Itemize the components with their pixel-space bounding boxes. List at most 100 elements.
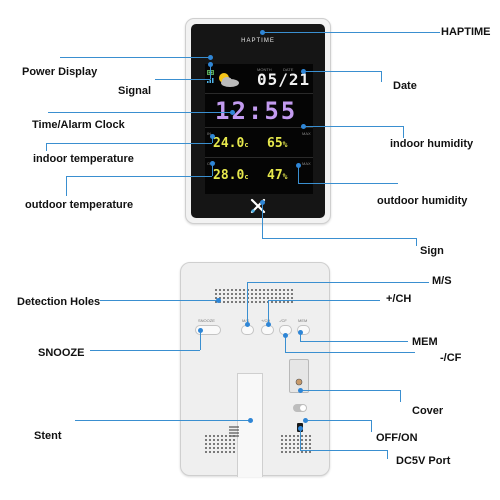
callout-power-display: Power Display: [22, 66, 98, 78]
partly-cloudy-icon: [219, 73, 239, 87]
leader-dot: [198, 328, 203, 333]
callout-ms: M/S: [432, 275, 452, 287]
leader-line: [416, 238, 417, 246]
leader-dot: [298, 426, 303, 431]
month-label: MONTH: [257, 67, 272, 72]
leader-line: [155, 79, 210, 80]
leader-dot: [248, 418, 253, 423]
mem-button[interactable]: [297, 325, 310, 335]
leader-line: [298, 183, 398, 184]
date-value: 05/21: [257, 70, 311, 89]
leader-dot: [245, 322, 250, 327]
front-screen: HAPTIME MONTH DATE 05/21 12:55: [191, 24, 325, 218]
leader-dot: [296, 163, 301, 168]
ch-key-label: +/CH: [261, 318, 271, 323]
leader-line: [300, 390, 400, 391]
leader-dot: [301, 124, 306, 129]
leader-line: [60, 57, 210, 58]
snooze-key-label: SNOOZE: [198, 318, 215, 323]
leader-dot: [230, 110, 235, 115]
callout-haptime: HAPTIME: [441, 26, 491, 38]
leader-dot: [260, 200, 265, 205]
leader-line: [300, 428, 301, 450]
callout-dc5v-port: DC5V Port: [396, 455, 451, 467]
leader-line: [387, 450, 388, 459]
detection-holes-top: [215, 289, 293, 303]
leader-line: [403, 126, 404, 138]
mem-key-label: MEM: [298, 318, 308, 323]
leader-line: [300, 450, 387, 451]
lcd-divider: [205, 127, 313, 128]
leader-line: [200, 330, 201, 350]
power-switch[interactable]: [293, 404, 307, 412]
callout-cover: Cover: [412, 405, 444, 417]
battery-icon: [207, 70, 214, 75]
leader-dot: [210, 161, 215, 166]
leader-line: [303, 126, 403, 127]
leader-line: [305, 420, 371, 421]
leader-line: [46, 143, 212, 144]
callout-detection-holes: Detection Holes: [17, 296, 101, 308]
callout-outdoor-temperature: outdoor temperature: [25, 199, 134, 211]
callout-cf: -/CF: [440, 352, 462, 364]
signal-icon: [207, 78, 214, 83]
ms-key-label: M/S: [242, 318, 250, 323]
cf-key-label: -/CF: [279, 318, 287, 323]
leader-line: [285, 335, 286, 352]
leader-line: [262, 32, 440, 33]
leader-line: [66, 176, 67, 196]
leader-dot: [260, 30, 265, 35]
outdoor-temperature-value: 28.0c: [213, 168, 249, 183]
time-value: 12:55: [215, 97, 298, 125]
leader-line: [300, 332, 301, 341]
callout-stent: Stent: [34, 430, 62, 442]
callout-indoor-temperature: indoor temperature: [33, 153, 134, 165]
callout-mem: MEM: [412, 336, 438, 348]
front-device: HAPTIME MONTH DATE 05/21 12:55: [185, 18, 331, 224]
brand-label: HAPTIME: [241, 38, 275, 44]
in-label: IN: [207, 131, 211, 136]
leader-line: [90, 350, 200, 351]
leader-dot: [208, 55, 213, 60]
callout-snooze: SNOOZE: [38, 347, 85, 359]
callout-time-alarm-clock: Time/Alarm Clock: [32, 119, 125, 131]
callout-outdoor-humidity: outdoor humidity: [377, 195, 468, 207]
stent[interactable]: [237, 373, 263, 477]
snooze-button[interactable]: [195, 325, 221, 335]
leader-dot: [301, 69, 306, 74]
lcd-divider: [205, 157, 313, 158]
leader-dot: [216, 298, 221, 303]
callout-ch: +/CH: [386, 293, 412, 305]
leader-line: [262, 238, 416, 239]
leader-line: [247, 282, 248, 324]
callout-sign: Sign: [420, 245, 444, 257]
outdoor-humidity-value: 47%: [267, 168, 288, 183]
callout-date: Date: [393, 80, 417, 92]
leader-line: [46, 143, 47, 151]
date-label: DATE: [283, 67, 294, 72]
leader-line: [371, 420, 372, 432]
leader-line: [268, 300, 380, 301]
max-label: MAX: [302, 131, 311, 136]
leader-line: [298, 165, 299, 183]
callout-off-on: OFF/ON: [376, 432, 418, 444]
back-device: SNOOZE M/S +/CH -/CF MEM: [180, 262, 330, 477]
leader-line: [66, 176, 212, 177]
max-label: MAX: [302, 161, 311, 166]
leader-dot: [303, 418, 308, 423]
callout-indoor-humidity: indoor humidity: [390, 138, 474, 150]
lcd-display: MONTH DATE 05/21 12:55 IN MAX 24.0c 65% …: [205, 64, 313, 194]
leader-line: [100, 300, 218, 301]
leader-line: [268, 300, 269, 324]
screw-icon: [295, 378, 303, 386]
leader-line: [212, 163, 213, 176]
leader-dot: [298, 330, 303, 335]
indoor-temperature-value: 24.0c: [213, 136, 249, 151]
indoor-humidity-value: 65%: [267, 136, 288, 151]
leader-line: [300, 341, 408, 342]
leader-line: [400, 390, 401, 402]
leader-dot: [283, 333, 288, 338]
leader-line: [262, 202, 263, 238]
detection-holes-bottom-left: [205, 435, 235, 453]
leader-line: [75, 420, 250, 421]
